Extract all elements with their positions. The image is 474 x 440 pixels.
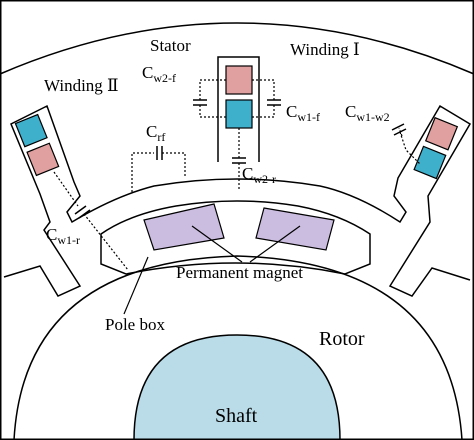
stator-label: Stator (150, 36, 191, 55)
capacitor-cw1-r[interactable] (53, 171, 129, 271)
winding-1-conductor-top[interactable] (225, 65, 253, 95)
right-conductor-bottom[interactable] (413, 145, 447, 180)
cw1-r-label: Cw1-r (46, 225, 80, 247)
cw2-f-label: Cw2-f (142, 63, 176, 85)
winding-2-label: Winding Ⅱ (44, 76, 119, 95)
stator-inner-profile (3, 104, 472, 297)
pole-box-label: Pole box (105, 315, 165, 334)
permanent-magnet-label: Permanent magnet (176, 263, 303, 282)
cw1-w2-label: Cw1-w2 (345, 102, 390, 124)
winding-2-conductor-bottom[interactable] (26, 142, 60, 177)
rotor-label: Rotor (319, 328, 365, 350)
capacitor-crf[interactable] (131, 146, 186, 192)
winding-2-conductors (14, 113, 60, 177)
winding-1-slot (217, 56, 260, 162)
magnet-leader-left (191, 225, 243, 263)
pole-box[interactable] (100, 200, 371, 275)
cw1-f-label: Cw1-f (286, 102, 320, 124)
magnet-leader-right (249, 225, 301, 263)
capacitor-cw1-w2[interactable] (391, 123, 421, 165)
permanent-magnet-left[interactable] (143, 203, 225, 251)
capacitor-cw1-f[interactable] (252, 79, 281, 118)
stator-outer-arc (0, 22, 474, 75)
right-conductor-top[interactable] (424, 116, 459, 151)
winding-2-conductor-top[interactable] (14, 113, 48, 148)
rotor-outline (13, 255, 463, 440)
shaft-label: Shaft (215, 405, 258, 427)
right-slot-conductors (413, 116, 459, 180)
cw2-r-label: Cw2-r (242, 164, 276, 186)
capacitor-cw2-r[interactable] (232, 128, 246, 190)
crf-label: Crf (146, 122, 165, 144)
winding-1-label: Winding Ⅰ (290, 40, 360, 59)
capacitor-cw2-f[interactable] (193, 79, 226, 118)
shaft[interactable] (133, 334, 341, 440)
pole-box-leader (123, 256, 149, 315)
winding-1-conductor-bottom[interactable] (225, 99, 253, 129)
